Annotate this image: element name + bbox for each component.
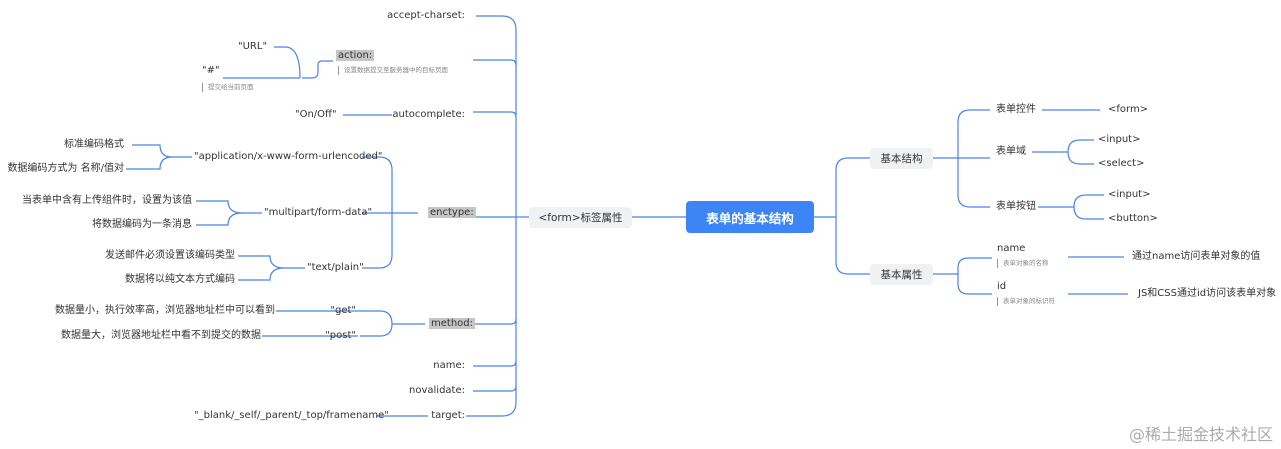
select-node[interactable]: <select> <box>1098 158 1145 169</box>
std-encoding-node[interactable]: 标准编码格式 <box>64 139 124 150</box>
input-node-1[interactable]: <input> <box>1098 134 1141 145</box>
autocomplete-node[interactable]: autocomplete: <box>392 109 465 120</box>
has-upload-node[interactable]: 当表单中含有上传组件时，设置为该值 <box>22 195 192 206</box>
id-desc-node[interactable]: JS和CSS通过id访问该表单对象 <box>1138 288 1277 299</box>
name-note: 表单对象的名称 <box>997 259 1049 268</box>
form-field-node[interactable]: 表单域 <box>996 146 1026 157</box>
onoff-value-node[interactable]: "On/Off" <box>295 109 337 120</box>
action-node[interactable]: action: <box>336 50 375 61</box>
url-value-node[interactable]: "URL" <box>238 41 268 52</box>
multipart-value-node[interactable]: "multipart/form-data" <box>264 207 373 218</box>
watermark: @稀土掘金技术社区 <box>1128 425 1273 444</box>
name-value-pair-node[interactable]: 数据编码方式为 名称/值对 <box>7 163 124 174</box>
target-node[interactable]: target: <box>431 410 465 421</box>
name-desc-node[interactable]: 通过name访问表单对象的值 <box>1132 251 1261 262</box>
id-node[interactable]: id <box>997 281 1007 292</box>
textplain-value-node[interactable]: "text/plain" <box>307 262 364 273</box>
target-value-node[interactable]: "_blank/_self/_parent/_top/framename" <box>194 410 389 421</box>
get-value-node[interactable]: "get" <box>330 305 356 316</box>
email-type-node[interactable]: 发送邮件必须设置该编码类型 <box>105 250 235 261</box>
name-attr-node[interactable]: name: <box>433 360 465 371</box>
hash-value-node[interactable]: "#" <box>202 65 220 76</box>
hash-note: 提交给当前页面 <box>202 83 254 92</box>
enctype-node[interactable]: enctype: <box>428 207 476 218</box>
button-node[interactable]: <button> <box>1108 213 1158 224</box>
post-desc-node[interactable]: 数据量大，浏览器地址栏中看不到提交的数据 <box>61 330 261 341</box>
input-node-2[interactable]: <input> <box>1108 189 1151 200</box>
basic-structure-node[interactable]: 基本结构 <box>870 148 933 169</box>
method-node[interactable]: method: <box>429 318 475 329</box>
urlencoded-value-node[interactable]: "application/x-www-form-urlencoded" <box>194 151 383 162</box>
form-control-node[interactable]: 表单控件 <box>996 104 1036 115</box>
form-tag-attributes-node[interactable]: <form>标签属性 <box>529 207 632 228</box>
basic-attributes-node[interactable]: 基本属性 <box>870 264 933 285</box>
id-note: 表单对象的标识符 <box>997 297 1055 306</box>
novalidate-node[interactable]: novalidate: <box>409 385 465 396</box>
form-tag-node[interactable]: <form> <box>1108 104 1149 115</box>
root-node[interactable]: 表单的基本结构 <box>686 201 814 233</box>
action-note: 设置数据提交至服务器中的目标页面 <box>338 66 448 75</box>
get-desc-node[interactable]: 数据量小，执行效率高，浏览器地址栏中可以看到 <box>55 305 275 316</box>
plain-text-node[interactable]: 数据将以纯文本方式编码 <box>125 274 235 285</box>
one-message-node[interactable]: 将数据编码为一条消息 <box>92 219 192 230</box>
name-node[interactable]: name <box>997 243 1026 254</box>
accept-charset-node[interactable]: accept-charset: <box>387 10 465 21</box>
form-button-node[interactable]: 表单按钮 <box>996 201 1036 212</box>
post-value-node[interactable]: "post" <box>325 330 356 341</box>
